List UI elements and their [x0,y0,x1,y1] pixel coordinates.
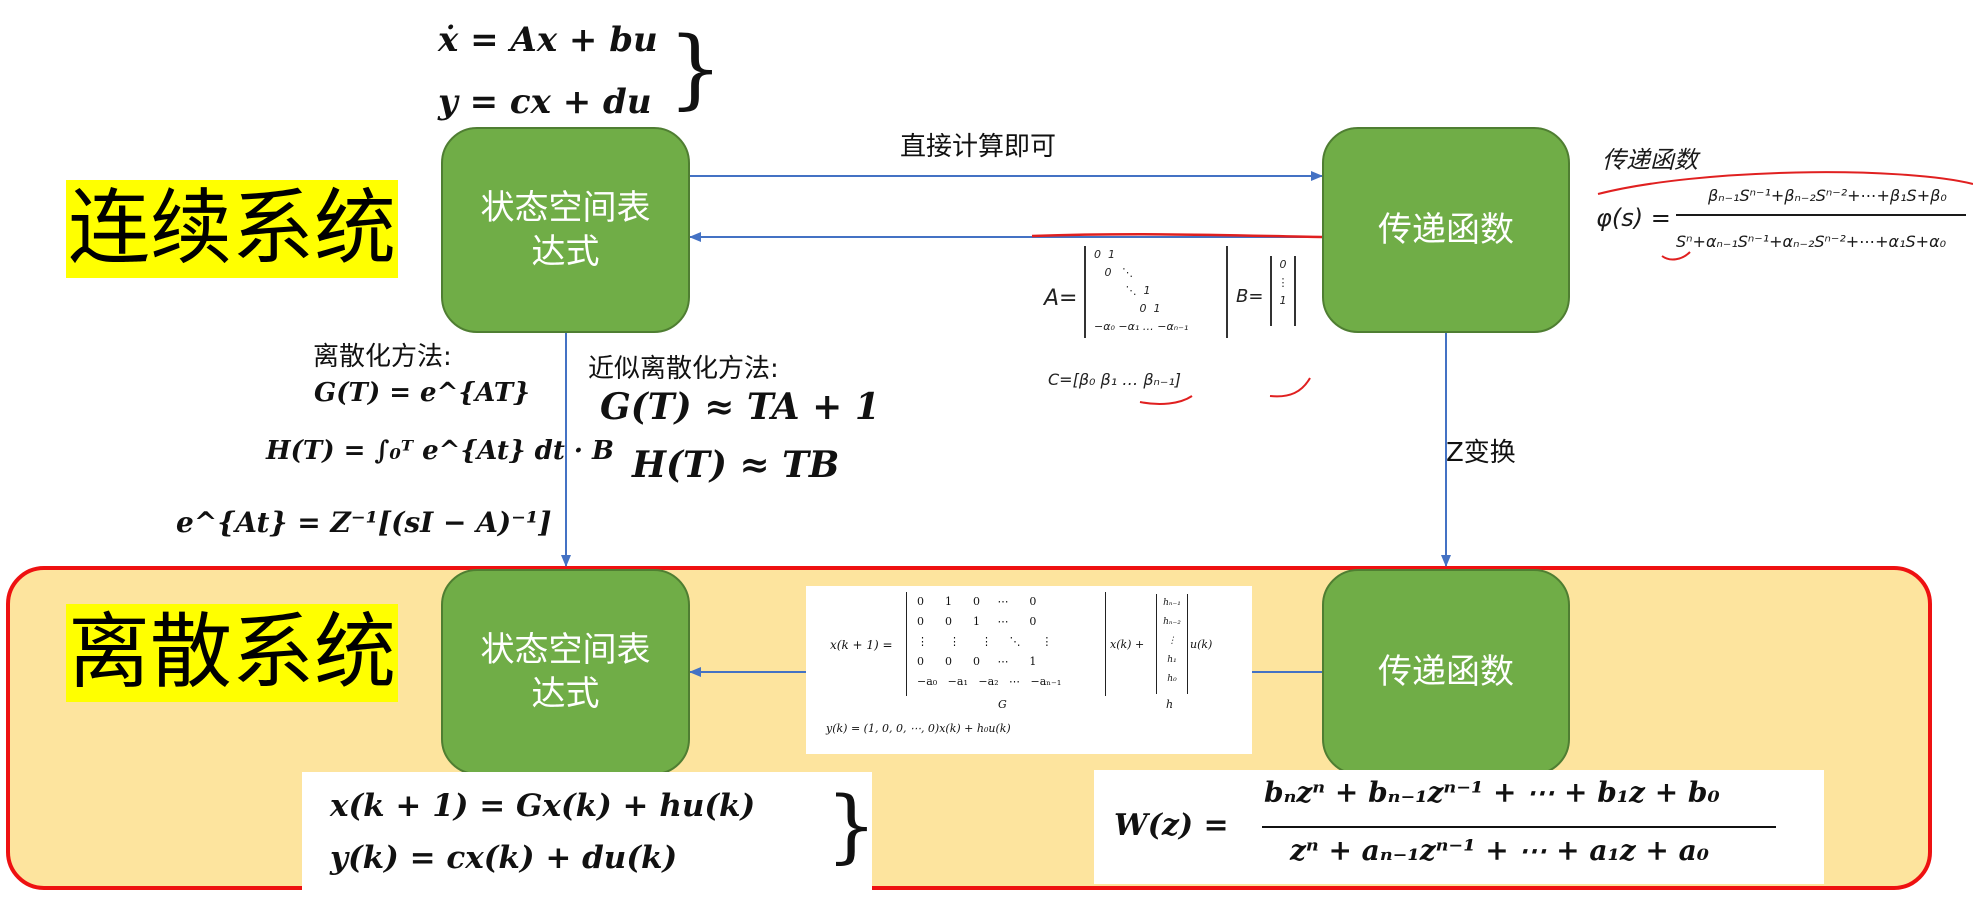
brace-right: } [668,19,723,119]
fraction-bar [1676,214,1966,216]
state-equation: ẋ = Ax + bu [438,20,658,60]
continuous-system-label: 连续系统 [66,180,399,278]
discrete-matrix-card: x(k + 1) = 0 1 0 ⋯ 0 0 0 1 ⋯ 0 ⋮ ⋮ ⋮ ⋱ ⋮… [806,586,1252,754]
matrix-h-label: h [1166,698,1174,711]
handwritten-numerator: βₙ₋₁Sⁿ⁻¹+βₙ₋₂Sⁿ⁻²+⋯+β₁S+β₀ [1708,186,1947,205]
discrete-system-label: 离散系统 [66,604,399,702]
node-text-line1: 状态空间表 [480,187,651,228]
discrete-output-equation: y(k) = cx(k) + du(k) [330,840,678,876]
node-text: 传递函数 [1378,651,1514,692]
matrix-c: C=[β₀ β₁ … βₙ₋₁] [1048,370,1182,389]
red-ink-stroke [1031,233,1323,239]
matrix-g-brace-label: G [998,698,1007,711]
discrete-state-space-node[interactable]: 状态空间表达式 [441,569,690,775]
matrix-rhs: u(k) [1190,638,1213,651]
continuous-transfer-function-node[interactable]: 传递函数 [1322,127,1570,333]
matrix-mid: x(k) + [1110,638,1145,651]
w-denominator: zⁿ + aₙ₋₁zⁿ⁻¹ + ⋯ + a₁z + a₀ [1290,834,1710,867]
node-text-line1: 状态空间表 [480,629,651,670]
approx-discretization-label: 近似离散化方法: [588,354,779,384]
matrix-a-label: A= [1044,286,1078,311]
handwritten-note: 传递函数 φ(s) = βₙ₋₁Sⁿ⁻¹+βₙ₋₂Sⁿ⁻²+⋯+β₁S+β₀ S… [1592,140,1968,270]
matrix-output-row: y(k) = (1, 0, 0, ⋯, 0)x(k) + h₀u(k) [826,722,1011,735]
discretization-method-label: 离散化方法: [313,342,452,372]
handwritten-title: 传递函数 [1602,146,1698,174]
g-approx-formula: G(T) ≈ TA + 1 [600,386,880,428]
matrix-b: 0⋮1 [1270,256,1296,326]
handwritten-phi: φ(s) = [1596,204,1671,232]
discrete-transfer-function-node[interactable]: 传递函数 [1322,569,1570,775]
h-exact-formula: H(T) = ∫₀ᵀ e^{At} dt · B [266,436,614,466]
w-lhs: W(z) = [1114,808,1229,843]
discrete-state-equation: x(k + 1) = Gx(k) + hu(k) [330,788,756,824]
direct-compute-label: 直接计算即可 [900,132,1057,162]
node-text: 传递函数 [1378,209,1514,250]
g-exact-formula: G(T) = e^{AT} [314,378,530,408]
handwritten-denominator: Sⁿ+αₙ₋₁Sⁿ⁻¹+αₙ₋₂Sⁿ⁻²+⋯+α₁S+α₀ [1676,232,1947,251]
output-equation: y = cx + du [438,82,652,122]
z-transform-label: Z变换 [1446,438,1516,468]
pulse-transfer-function-card: W(z) = bₙzⁿ + bₙ₋₁zⁿ⁻¹ + ⋯ + b₁z + b₀ zⁿ… [1094,770,1824,884]
node-text-line2: 达式 [531,232,600,272]
matrix-a: 0 1 0 ⋱ ⋱ 1 0 1−α₀ −α₁ … −αₙ₋₁ [1084,246,1228,338]
node-text-line2: 达式 [531,674,600,714]
handwritten-matrices: A= 0 1 0 ⋱ ⋱ 1 0 1−α₀ −α₁ … −αₙ₋₁ B= 0⋮1… [1040,240,1320,410]
matrix-b-label: B= [1236,286,1264,307]
continuous-state-space-node[interactable]: 状态空间表达式 [441,127,690,333]
brace-right: } [826,779,877,872]
matrix-lhs: x(k + 1) = [830,638,893,652]
discrete-equations-card: x(k + 1) = Gx(k) + hu(k) y(k) = cx(k) + … [302,772,877,890]
w-numerator: bₙzⁿ + bₙ₋₁zⁿ⁻¹ + ⋯ + b₁z + b₀ [1264,776,1720,809]
eat-formula: e^{At} = Z⁻¹[(sI − A)⁻¹] [176,506,552,539]
h-approx-formula: H(T) ≈ TB [632,444,840,486]
matrix-g-grid: 0 1 0 ⋯ 0 0 0 1 ⋯ 0 ⋮ ⋮ ⋮ ⋱ ⋮ 0 0 0 ⋯ 1 … [906,592,1106,696]
w-fraction-bar [1262,826,1776,828]
